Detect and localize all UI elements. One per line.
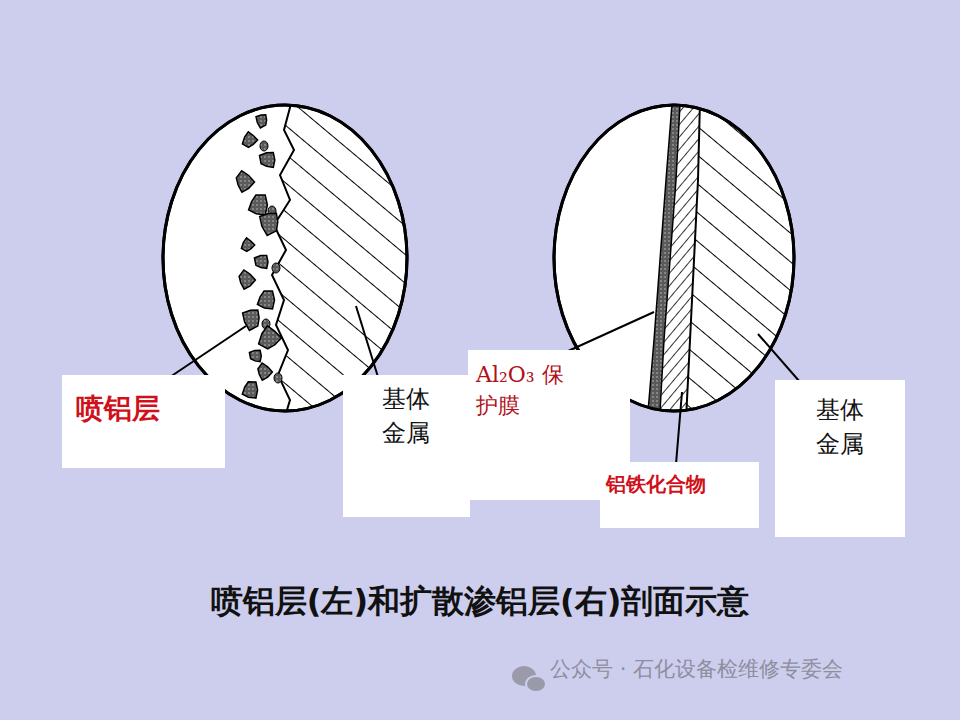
- coating-boundary: [272, 100, 294, 420]
- diagram-title: 喷铝层(左)和扩散渗铝层(右)剖面示意: [0, 580, 960, 624]
- particle: [241, 238, 254, 252]
- label-box: 基体 金属: [343, 375, 470, 517]
- base-metal-hatch: [272, 100, 420, 420]
- particle: [256, 115, 267, 128]
- particle: [260, 153, 275, 168]
- particle: [254, 256, 268, 269]
- label-text: 基体 金属: [809, 394, 871, 461]
- particle: [257, 291, 274, 309]
- label-box: 铝铁化合物: [600, 462, 759, 528]
- particle: [260, 213, 278, 235]
- watermark: 公众号 · 石化设备检维修专委会: [550, 655, 843, 683]
- particle: [274, 373, 282, 383]
- particle: [259, 326, 282, 349]
- particle: [260, 141, 268, 151]
- particle: [239, 270, 255, 289]
- sprayed-aluminium-particles: [236, 115, 282, 398]
- particle: [242, 382, 257, 398]
- label-text: Al₂O₃ 保护膜: [476, 360, 568, 422]
- particle: [249, 195, 268, 215]
- particle: [249, 350, 261, 361]
- base-metal-hatch: [686, 100, 800, 420]
- label-box: 喷铝层: [62, 375, 225, 468]
- wechat-icon: [512, 666, 546, 692]
- label-text: 基体 金属: [375, 383, 437, 450]
- particle: [236, 171, 254, 193]
- particle: [258, 363, 273, 380]
- particle: [272, 263, 280, 273]
- al2o3-film: [648, 104, 680, 412]
- particle: [242, 132, 257, 148]
- label-box: 基体 金属: [775, 380, 905, 537]
- label-text: 喷铝层: [76, 389, 215, 428]
- label-text: 铝铁化合物: [606, 470, 753, 498]
